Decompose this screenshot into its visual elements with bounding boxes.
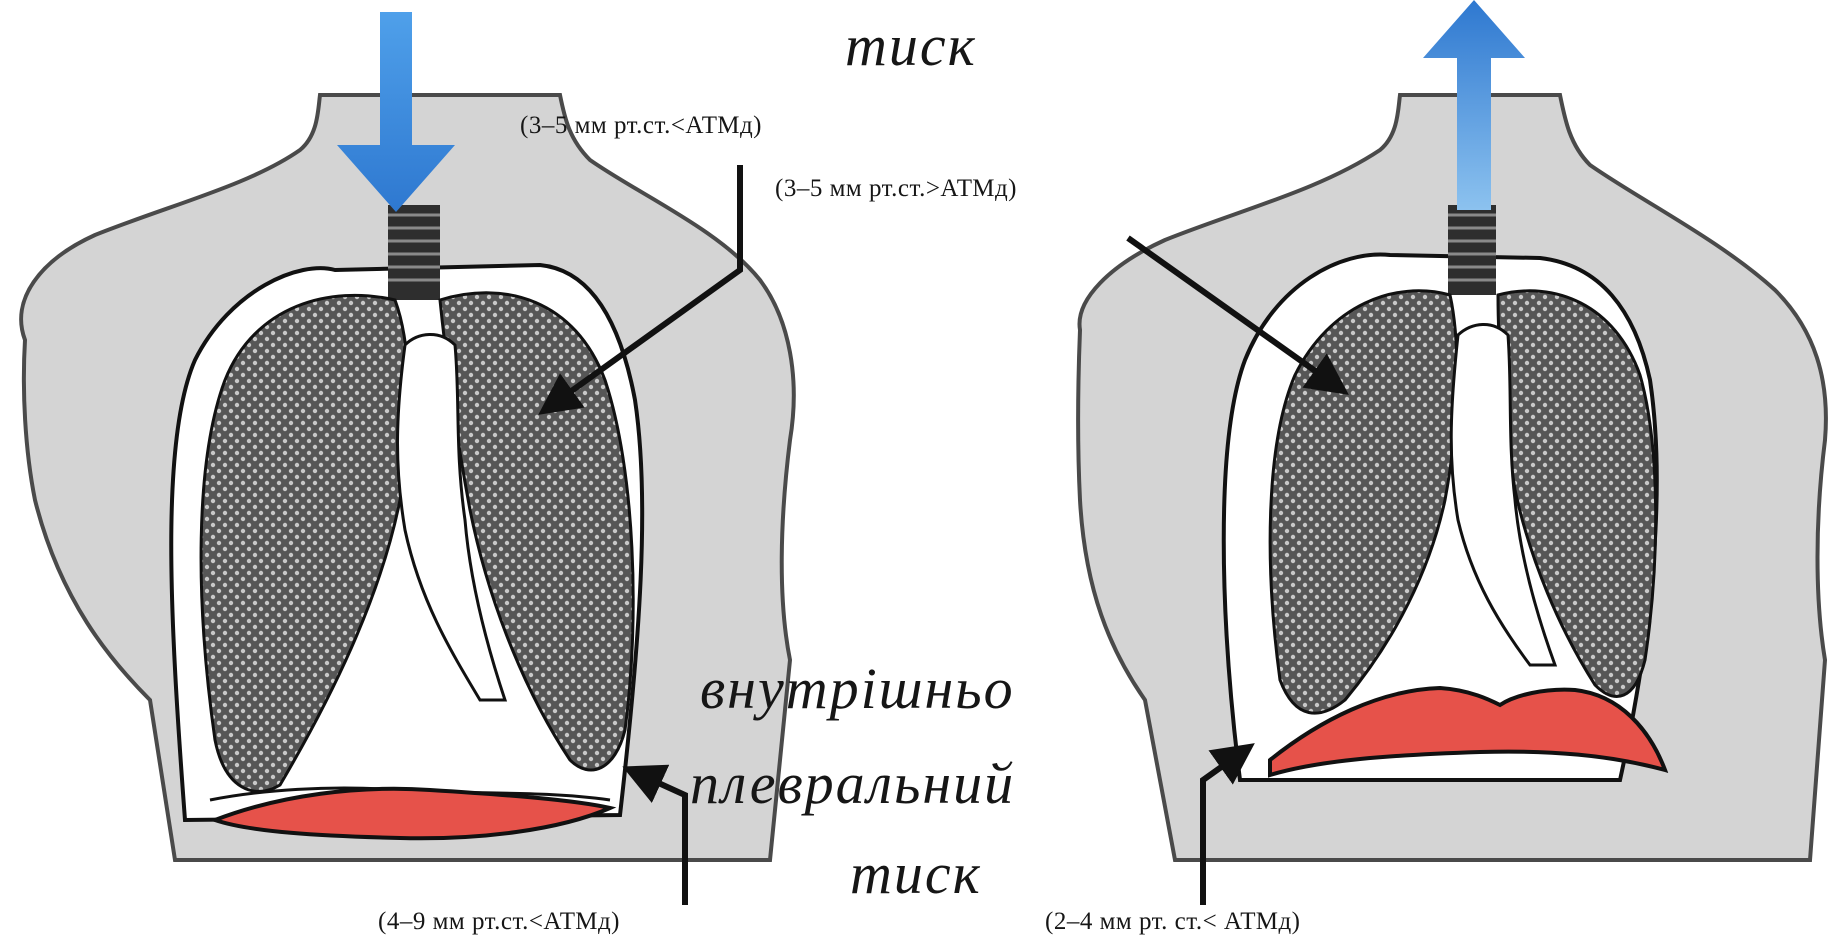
pleural-pressure-exhale-value: (2–4 мм рт. ст.< АТМд): [1045, 908, 1301, 936]
intrapleural-line3: тиск: [850, 840, 982, 907]
intrapleural-line1: внутрішньо: [700, 655, 1015, 722]
trachea-exhale: [1448, 205, 1496, 295]
alveolar-pressure-exhale-value: (3–5 мм рт.ст.>АТМд): [775, 175, 1017, 203]
pleural-pressure-inhale-value: (4–9 мм рт.ст.<АТМд): [378, 908, 620, 936]
intrapleural-line2: плевральний: [690, 750, 1015, 817]
alveolar-pressure-word: тиск: [845, 12, 977, 79]
alveolar-pressure-inhale-value: (3–5 мм рт.ст.<АТМд): [520, 112, 762, 140]
trachea-inhale: [388, 205, 440, 300]
